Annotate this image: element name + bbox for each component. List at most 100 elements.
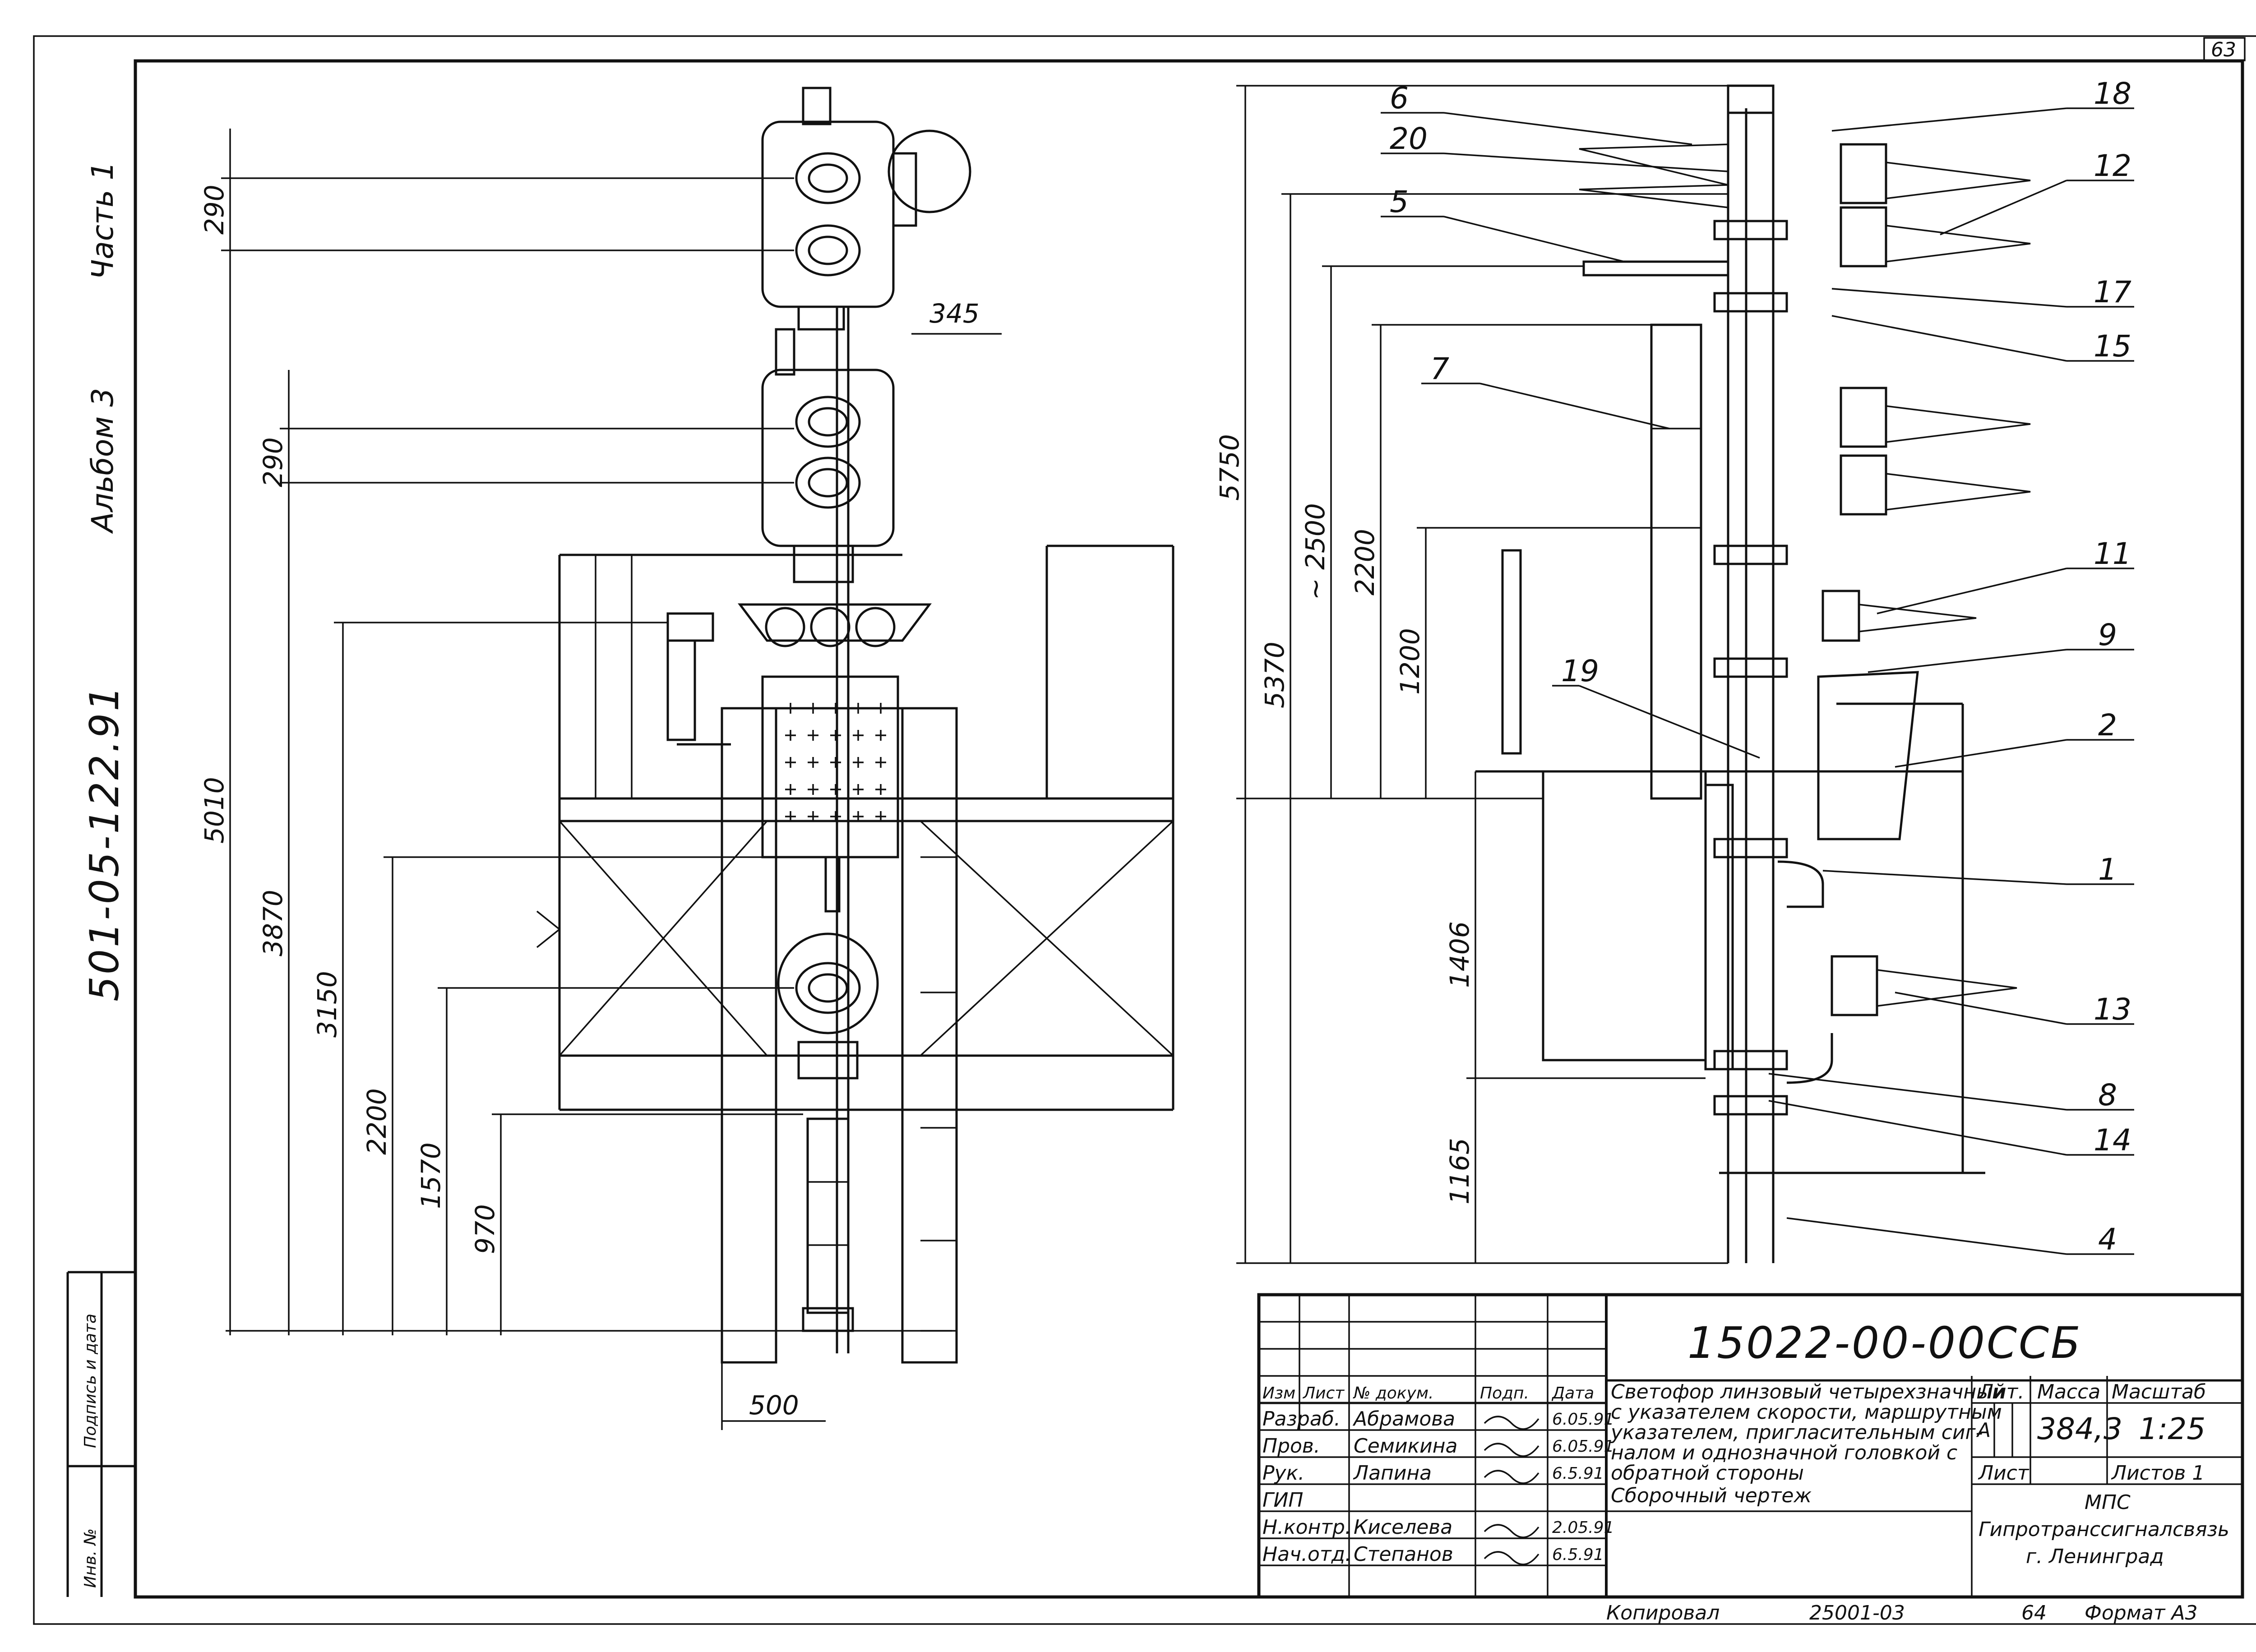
name-1: Абрамова [1352, 1407, 1455, 1431]
dim-5750: 5750 [1214, 434, 1245, 501]
dim-2200-side: 2200 [1350, 529, 1380, 595]
callout-9: 9 [2098, 618, 2117, 652]
signal-head-2 [761, 328, 895, 583]
signatures [1484, 1416, 1539, 1565]
album-part: Часть 1 [85, 162, 120, 280]
date-6: 6.5.91 [1552, 1546, 1604, 1564]
desc-line-1: Светофор линзовый четырехзначный [1611, 1380, 2005, 1403]
order-number: 25001-03 [1809, 1601, 1905, 1624]
role-ruk: Рук. [1262, 1462, 1304, 1485]
side-dimensions [1236, 85, 1728, 1264]
signal-head-lower [777, 856, 879, 1332]
callout-15: 15 [2094, 329, 2131, 364]
dim-290-b: 290 [258, 437, 288, 487]
role-nachotd: Нач.отд. [1262, 1543, 1351, 1566]
callout-7: 7 [1430, 351, 1449, 386]
dim-5010: 5010 [199, 777, 230, 844]
copied-label: Копировал [1606, 1601, 1720, 1624]
dim-1165: 1165 [1444, 1138, 1475, 1204]
col-doc: № докум. [1353, 1384, 1433, 1403]
callout-12: 12 [2094, 148, 2131, 183]
dim-1200: 1200 [1395, 628, 1425, 695]
callout-2: 2 [2098, 708, 2117, 743]
side-brackets [1713, 220, 1833, 1116]
signal-head-1 [761, 87, 971, 331]
margin-inv-no: Инв. № [81, 1528, 100, 1588]
name-3: Лапина [1353, 1462, 1432, 1485]
dim-1570: 1570 [416, 1142, 446, 1209]
callout-20: 20 [1390, 121, 1428, 156]
desc-line-4: налом и однозначной головкой с [1611, 1441, 1957, 1464]
dim-3870: 3870 [258, 890, 288, 956]
front-dimensions [221, 129, 1002, 1430]
dim-970: 970 [470, 1204, 500, 1254]
route-indicator [666, 603, 932, 746]
desc-line-2: с указателем скорости, маршрутным [1611, 1401, 2002, 1424]
date-5: 2.05.91 [1552, 1518, 1614, 1537]
name-2: Семикина [1354, 1435, 1457, 1458]
desc-line-3: указателем, пригласительным сиг- [1610, 1421, 1983, 1444]
desc-line-6: Сборочный чертеж [1611, 1484, 1812, 1507]
sheets-label: Листов 1 [2111, 1462, 2205, 1485]
callout-11: 11 [2094, 536, 2131, 571]
dim-345: 345 [929, 298, 980, 329]
lit-label: Лит. [1978, 1380, 2024, 1403]
date-2: 6.05.91 [1552, 1437, 1614, 1456]
dim-2500: ~ 2500 [1300, 503, 1331, 600]
date-1: 6.05.91 [1552, 1410, 1614, 1429]
album-title: Альбом 3 [85, 388, 120, 534]
col-sign: Подп. [1480, 1384, 1529, 1403]
org-line-3: г. Ленинград [2026, 1545, 2164, 1568]
org-line-1: МПС [2085, 1491, 2131, 1514]
name-5: Киселева [1354, 1516, 1452, 1539]
role-razrab: Разраб. [1262, 1407, 1341, 1431]
mass-label: Масса [2037, 1380, 2100, 1403]
date-3: 6.5.91 [1552, 1464, 1604, 1483]
dim-3150: 3150 [312, 971, 342, 1038]
drawing-number: 15022-00-00ССБ [1687, 1318, 2082, 1368]
callout-leaders [1381, 107, 2134, 1255]
callout-14: 14 [2094, 1123, 2131, 1158]
side-heads [1579, 143, 2031, 1016]
scale-value: 1:25 [2139, 1412, 2205, 1446]
speed-indicator-board [761, 675, 899, 858]
callout-18: 18 [2094, 76, 2131, 111]
title-block [1257, 1293, 2244, 1599]
name-6: Степанов [1354, 1543, 1453, 1566]
callout-13: 13 [2094, 992, 2131, 1027]
dim-1406: 1406 [1444, 921, 1475, 988]
dim-5370: 5370 [1259, 641, 1290, 708]
scale-label: Масштаб [2112, 1380, 2206, 1403]
platform-frame [536, 545, 1174, 1364]
callout-19: 19 [1561, 654, 1599, 688]
album-code: 501-05-122.91 [81, 684, 128, 1001]
lit-value: А [1976, 1419, 1991, 1442]
desc-line-5: обратной стороны [1611, 1462, 1804, 1485]
page-number: 64 [2021, 1601, 2047, 1624]
margin-sign-date: Подпись и дата [81, 1314, 100, 1448]
dim-500: 500 [749, 1390, 799, 1421]
callout-6: 6 [1390, 81, 1409, 115]
format-label: Формат А3 [2085, 1601, 2198, 1624]
callout-4: 4 [2098, 1222, 2117, 1257]
callout-5: 5 [1390, 185, 1409, 219]
role-gip: ГИП [1262, 1489, 1304, 1512]
dim-2200-front: 2200 [361, 1088, 392, 1155]
front-view: 290 290 5010 3870 3150 2200 1570 970 345… [199, 87, 1174, 1430]
mass-value: 384,3 [2037, 1412, 2122, 1446]
callout-17: 17 [2094, 275, 2131, 309]
sheet-frame [33, 35, 2256, 1625]
sheet-number: 63 [2211, 38, 2236, 61]
dim-290-a: 290 [199, 185, 230, 235]
role-prov: Пров. [1262, 1435, 1320, 1458]
role-nkontr: Н.контр. [1262, 1516, 1351, 1539]
col-izm: Изм [1262, 1384, 1295, 1403]
sheet-label: Лист [1978, 1462, 2029, 1485]
col-date: Дата [1551, 1384, 1594, 1403]
org-line-2: Гипротранссигналсвязь [1979, 1518, 2229, 1541]
callout-8: 8 [2098, 1078, 2117, 1112]
callout-1: 1 [2098, 852, 2117, 887]
col-list: Лист [1302, 1384, 1345, 1403]
side-view: 5750 5370 ~ 2500 2200 1200 1406 1165 [1214, 76, 2134, 1264]
